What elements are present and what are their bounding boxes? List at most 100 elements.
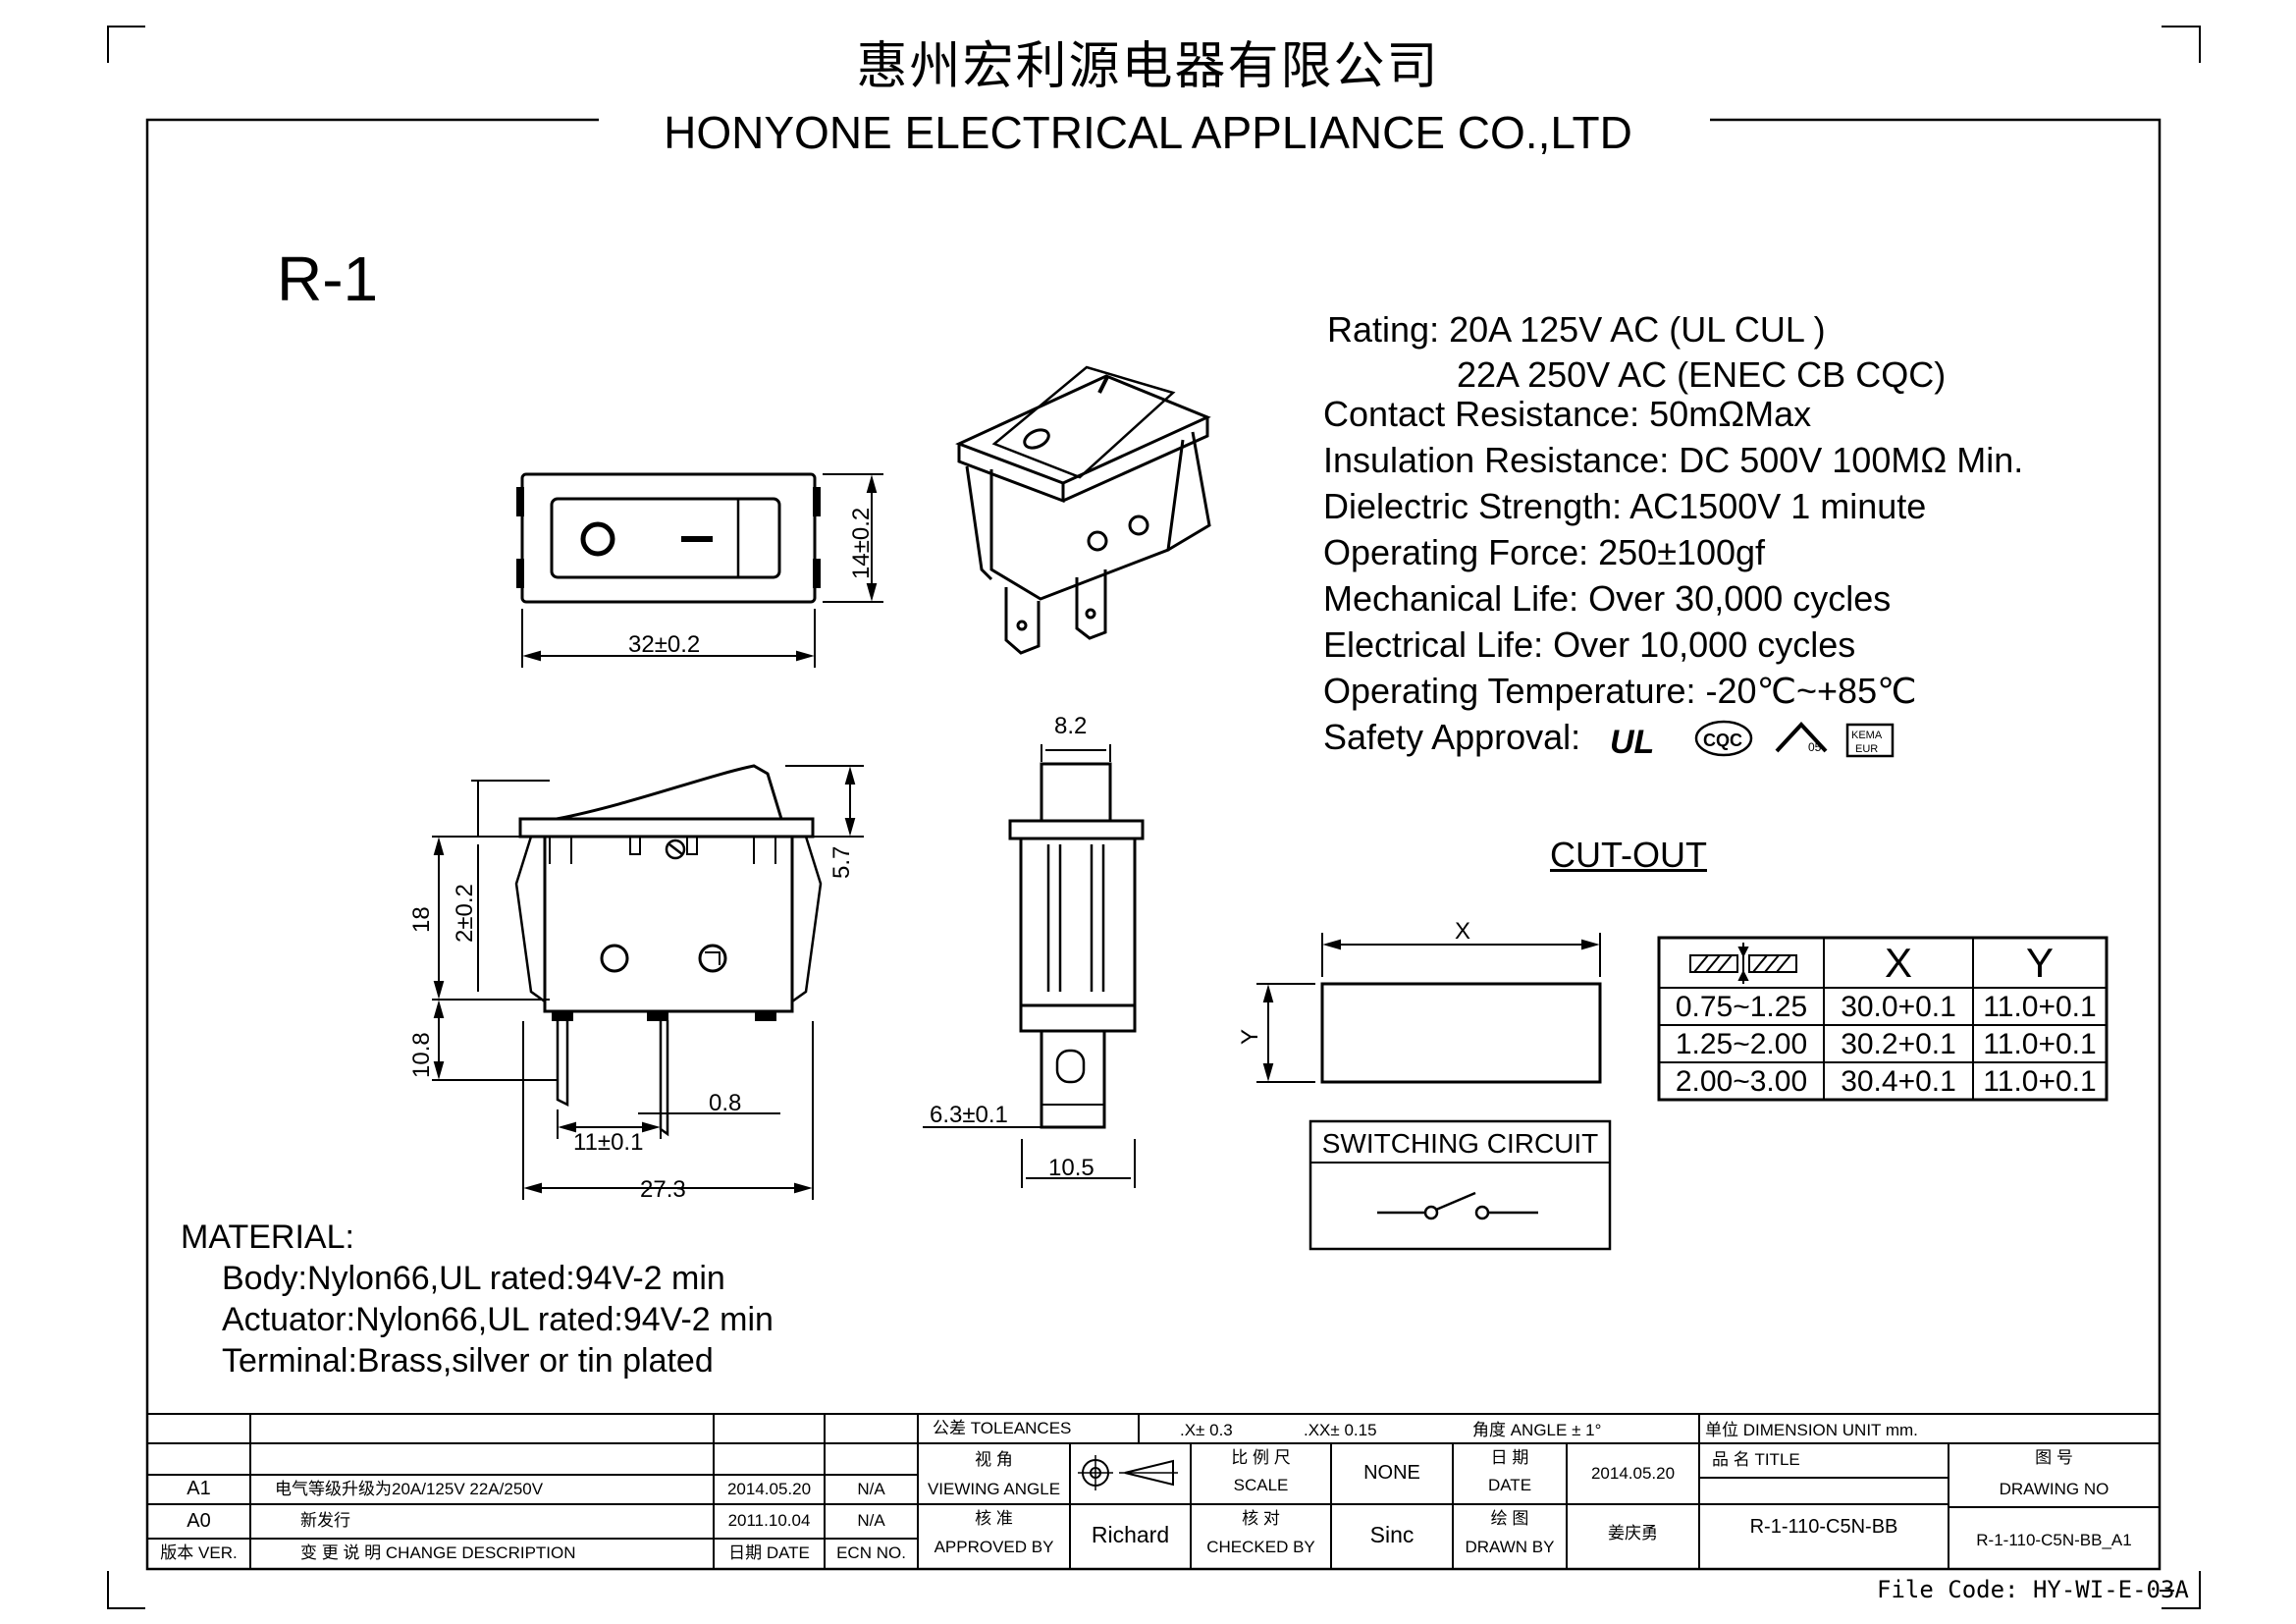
cutout-row-3-y: 11.0+0.1 [1983, 1065, 2097, 1098]
switching-circuit-title: SWITCHING CIRCUIT [1321, 1128, 1599, 1159]
scale-cn: 比 例 尺 [1231, 1448, 1291, 1467]
dim-top-height: 14±0.2 [848, 507, 875, 579]
rev-a0-ecn: N/A [857, 1511, 885, 1530]
cutout-row-3-x: 30.4+0.1 [1841, 1065, 1956, 1098]
cutout-y-label: Y [1237, 1028, 1263, 1045]
title-label: 品 名 TITLE [1712, 1450, 1800, 1469]
drawn-en: DRAWN BY [1465, 1538, 1555, 1556]
date-value: 2014.05.20 [1590, 1464, 1676, 1483]
dim-side-8-2: 8.2 [1054, 713, 1088, 739]
material-actuator: Actuator:Nylon66,UL rated:94V-2 min [222, 1301, 774, 1338]
rev-a1-desc: 电气等级升级为20A/125V 22A/250V [275, 1480, 544, 1498]
dim-front-5-7: 5.7 [828, 845, 855, 879]
corner-mark-tl [107, 26, 145, 63]
spec-contact-resistance: Contact Resistance: 50mΩMax [1323, 394, 1812, 434]
approved-cn: 核 准 [975, 1509, 1013, 1528]
material-body: Body:Nylon66,UL rated:94V-2 min [222, 1260, 725, 1297]
cutout-col-y: Y [2025, 940, 2054, 986]
svg-text:UL: UL [1610, 724, 1654, 761]
title-block-grid [147, 1413, 2160, 1569]
corner-mark-br [2162, 1571, 2201, 1609]
change-label: 变 更 说 明 CHANGE DESCRIPTION [300, 1543, 576, 1562]
checked-en: CHECKED BY [1206, 1538, 1315, 1556]
approved-en: APPROVED BY [934, 1538, 1054, 1556]
enec-mark-icon: 05 [1775, 722, 1828, 754]
file-code: File Code: HY-WI-E-03A [1877, 1576, 2189, 1603]
approved-value: Richard [1091, 1522, 1170, 1547]
viewing-angle-cn: 视 角 [975, 1450, 1013, 1469]
tolerance-x: .X± 0.3 [1180, 1421, 1233, 1439]
spec-insulation-resistance: Insulation Resistance: DC 500V 100MΩ Min… [1323, 440, 2024, 480]
rev-a0-desc: 新发行 [300, 1511, 350, 1530]
cutout-row-1-thickness: 0.75~1.25 [1675, 991, 1808, 1023]
material-title: MATERIAL: [181, 1218, 354, 1256]
material-terminal: Terminal:Brass,silver or tin plated [222, 1342, 714, 1380]
drawing-no-cn: 图 号 [2035, 1448, 2073, 1467]
drawing-no-en: DRAWING NO [1999, 1480, 2109, 1498]
top-view [516, 472, 883, 668]
tolerance-xx: .XX± 0.15 [1304, 1421, 1377, 1439]
svg-text:05: 05 [1808, 740, 1822, 754]
company-name-cn: 惠州宏利源电器有限公司 [856, 37, 1440, 96]
spec-mechanical-life: Mechanical Life: Over 30,000 cycles [1323, 578, 1892, 619]
drawing-no-value: R-1-110-C5N-BB_A1 [1976, 1531, 2132, 1549]
corner-mark-bl [107, 1571, 145, 1609]
ul-mark-icon: UL [1610, 724, 1654, 761]
spec-operating-temperature: Operating Temperature: -20℃~+85℃ [1323, 671, 1917, 711]
date-cn: 日 期 [1490, 1448, 1529, 1467]
cutout-title: CUT-OUT [1550, 835, 1707, 875]
dim-side-6-3: 6.3±0.1 [930, 1102, 1008, 1128]
kema-mark-icon: KEMA EUR [1845, 723, 1895, 758]
spec-dielectric-strength: Dielectric Strength: AC1500V 1 minute [1323, 486, 1927, 526]
frame-border [145, 118, 2162, 1571]
dim-side-10-5: 10.5 [1048, 1155, 1095, 1181]
spec-electrical-life: Electrical Life: Over 10,000 cycles [1323, 624, 1856, 665]
spec-rating-1: Rating: 20A 125V AC (UL CUL ) [1327, 309, 1826, 350]
svg-text:KEMA: KEMA [1851, 730, 1883, 741]
rev-a1-ecn: N/A [857, 1480, 885, 1498]
title-value: R-1-110-C5N-BB [1749, 1516, 1898, 1538]
ver-label: 版本 VER. [160, 1543, 238, 1562]
approval-marks: UL CQC 05 KEMA EUR [1610, 720, 1895, 761]
tolerance-angle: 角度 ANGLE ± 1° [1472, 1421, 1602, 1439]
spec-rating-2: 22A 250V AC (ENEC CB CQC) [1457, 354, 1947, 395]
drawn-value: 姜庆勇 [1608, 1524, 1658, 1543]
rev-a0-date: 2011.10.04 [727, 1511, 811, 1530]
corner-mark-tr [2162, 26, 2201, 63]
front-view [432, 764, 864, 1200]
cutout-row-3-thickness: 2.00~3.00 [1675, 1065, 1808, 1098]
checked-cn: 核 对 [1242, 1509, 1280, 1528]
cutout-row-2-y: 11.0+0.1 [1983, 1028, 2097, 1060]
cutout-x-label: X [1455, 918, 1471, 945]
switching-circuit-box [1308, 1119, 1612, 1251]
svg-text:CQC: CQC [1703, 731, 1742, 750]
cqc-mark-icon: CQC [1694, 720, 1753, 757]
date-en: DATE [1487, 1476, 1532, 1494]
svg-text:EUR: EUR [1855, 743, 1878, 755]
dim-front-10-8: 10.8 [408, 1032, 435, 1078]
company-name-en: HONYONE ELECTRICAL APPLIANCE CO.,LTD [664, 107, 1632, 158]
rev-a1-date: 2014.05.20 [726, 1480, 812, 1498]
checked-value: Sinc [1369, 1522, 1415, 1547]
dim-front-18: 18 [408, 906, 435, 933]
scale-en: SCALE [1233, 1476, 1289, 1494]
dim-front-2: 2±0.2 [452, 884, 478, 943]
cutout-col-x: X [1884, 940, 1912, 986]
cutout-figure [1256, 933, 1602, 1084]
cutout-row-2-thickness: 1.25~2.00 [1675, 1028, 1808, 1060]
dimension-unit: 单位 DIMENSION UNIT mm. [1705, 1421, 1918, 1439]
spec-operating-force: Operating Force: 250±100gf [1323, 532, 1766, 572]
spec-safety-approval: Safety Approval: [1323, 717, 1581, 757]
drawn-cn: 绘 图 [1490, 1509, 1529, 1528]
dim-front-0-8: 0.8 [709, 1090, 742, 1116]
date-label: 日期 DATE [728, 1543, 810, 1562]
cutout-table-grid [1657, 936, 2109, 1102]
dim-top-width: 32±0.2 [628, 631, 701, 658]
dim-front-27-3: 27.3 [640, 1176, 686, 1203]
side-view [923, 744, 1145, 1188]
model-number: R-1 [277, 244, 379, 314]
dim-front-11: 11±0.1 [573, 1129, 644, 1156]
scale-value: NONE [1363, 1462, 1420, 1484]
rev-a1: A1 [187, 1478, 211, 1499]
